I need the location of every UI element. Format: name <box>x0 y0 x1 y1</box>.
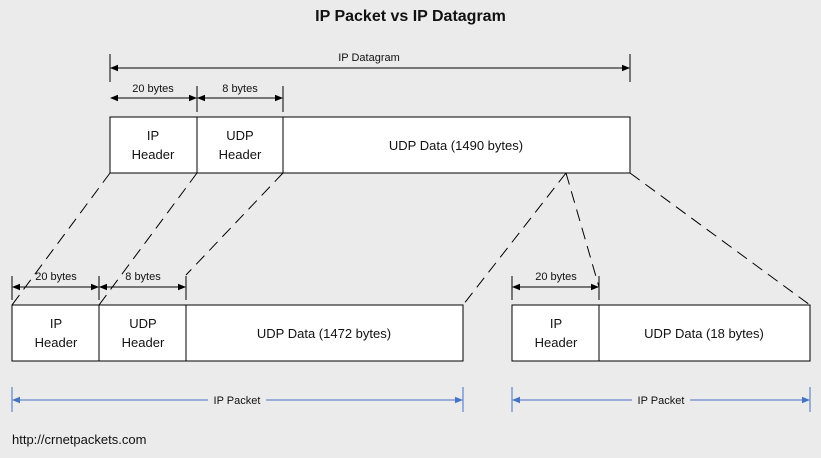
datagram-span: IP Datagram <box>109 50 631 82</box>
datagram-data-label: UDP Data (1490 bytes) <box>389 138 523 153</box>
packet1-udp-header-cell <box>98 304 187 362</box>
datagram-data-cell <box>282 116 631 174</box>
packet2-box: IP Header UDP Data (18 bytes) <box>511 304 811 362</box>
packet2-ip-header-label-1: IP <box>550 316 562 331</box>
datagram-header-sizes: 20 bytes 8 bytes <box>110 83 284 112</box>
projection-line <box>565 172 600 288</box>
packet2-header-size: 20 bytes <box>511 271 600 300</box>
datagram-ip-header-size: 20 bytes <box>132 83 174 95</box>
datagram-udp-header-size: 8 bytes <box>222 83 258 95</box>
packet1-udp-header-label-1: UDP <box>129 316 156 331</box>
packet1-span-label: IP Packet <box>214 395 261 407</box>
packet1-span: IP Packet <box>11 387 464 412</box>
datagram-box: IP Header UDP Header UDP Data (1490 byte… <box>109 116 631 174</box>
projection-line <box>98 172 198 306</box>
datagram-ip-header-label-2: Header <box>132 147 175 162</box>
packet1-data-label: UDP Data (1472 bytes) <box>257 326 391 341</box>
diagram-title: IP Packet vs IP Datagram <box>315 8 506 25</box>
packet1-ip-header-label-1: IP <box>50 316 62 331</box>
packet1-ip-header-cell <box>11 304 100 362</box>
datagram-ip-header-cell <box>109 116 198 174</box>
projection-line <box>629 172 811 306</box>
projection-line <box>185 172 284 276</box>
packet1-box: IP Header UDP Header UDP Data (1472 byte… <box>11 304 464 362</box>
source-url: http://crnetpackets.com <box>12 432 147 447</box>
datagram-span-label: IP Datagram <box>338 52 400 64</box>
datagram-udp-header-cell <box>196 116 284 174</box>
datagram-udp-header-label-1: UDP <box>226 128 253 143</box>
datagram-udp-header-label-2: Header <box>219 147 262 162</box>
packet1-ip-header-label-2: Header <box>35 335 78 350</box>
packet2-ip-header-cell <box>511 304 600 362</box>
datagram-ip-header-label-1: IP <box>147 128 159 143</box>
packet2-span-label: IP Packet <box>638 395 685 407</box>
packet1-ip-header-size: 20 bytes <box>35 271 77 283</box>
projection-lines <box>11 172 811 306</box>
projection-line <box>462 172 567 306</box>
packet2-ip-header-size: 20 bytes <box>535 271 577 283</box>
packet2-ip-header-label-2: Header <box>535 335 578 350</box>
packet1-data-cell <box>185 304 464 362</box>
packet1-header-sizes: 20 bytes 8 bytes <box>11 271 187 300</box>
packet2-data-label: UDP Data (18 bytes) <box>644 326 764 341</box>
packet1-udp-header-size: 8 bytes <box>125 271 161 283</box>
projection-line <box>11 172 111 306</box>
packet2-span: IP Packet <box>511 387 811 412</box>
packet1-udp-header-label-2: Header <box>122 335 165 350</box>
packet2-data-cell <box>598 304 811 362</box>
